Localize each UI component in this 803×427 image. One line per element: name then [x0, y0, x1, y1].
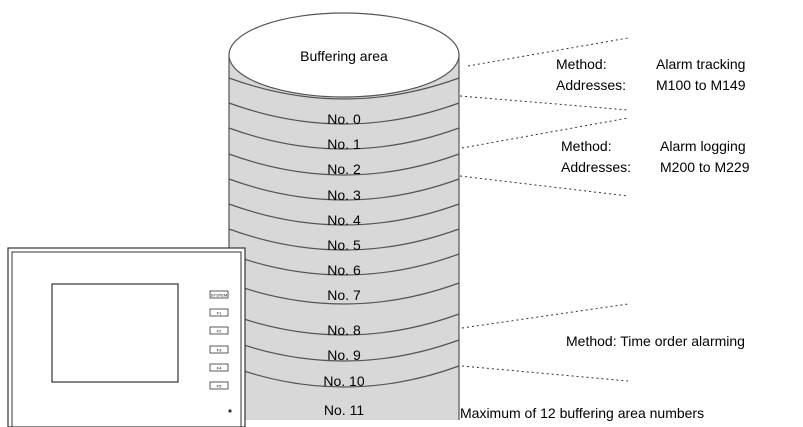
layer-labels: No. 0 No. 1 No. 2 No. 3 No. 4 No. 5 No. … [323, 111, 364, 418]
key-label: F3 [217, 348, 222, 353]
key-label: F2 [217, 329, 222, 334]
layer-arcs [228, 77, 460, 388]
key-label: F4 [217, 366, 222, 371]
layer-divider [228, 102, 460, 125]
method-value: Alarm logging [660, 138, 746, 154]
leader-line [461, 365, 629, 382]
layer-label: No. 0 [327, 111, 361, 127]
method-value: Alarm tracking [656, 56, 745, 72]
addresses-label: Addresses: [561, 159, 631, 175]
buffering-area-label: Buffering area [300, 48, 388, 64]
device-keys: SYSTEM F1 F2 F3 F4 F5 [209, 290, 229, 390]
device-inner-frame [11, 251, 242, 427]
leader-line [461, 117, 629, 149]
key-rect [209, 345, 229, 354]
layer-label: No. 2 [327, 161, 361, 177]
maximum-note: Maximum of 12 buffering area numbers [460, 405, 704, 421]
cylinder-top [228, 12, 460, 98]
key-label: SYSTEM [211, 293, 227, 298]
key-rect [209, 363, 229, 372]
layer-divider [228, 228, 460, 251]
layer-divider [228, 77, 460, 100]
key-rect [209, 381, 229, 390]
addresses-label: Addresses: [556, 77, 626, 93]
time-order-method: Method: Time order alarming [566, 333, 745, 349]
key-label: F1 [217, 311, 222, 316]
layer-divider [228, 253, 460, 276]
layer-label: No. 4 [327, 212, 361, 228]
key-f1: F1 [209, 308, 229, 317]
cylinder-body [229, 55, 459, 420]
layer-label: No. 7 [327, 287, 361, 303]
leader-line [467, 37, 629, 67]
layer-label: No. 9 [327, 347, 361, 363]
layer-divider [228, 313, 460, 336]
key-rect [209, 290, 229, 299]
key-label: F5 [217, 384, 222, 389]
layer-divider [228, 127, 460, 150]
leader-line [459, 95, 629, 111]
leader-line [461, 303, 629, 329]
key-f3: F3 [209, 345, 229, 354]
key-rect [209, 326, 229, 335]
layer-divider [228, 339, 460, 362]
leader-line [459, 175, 629, 197]
layer-label: No. 6 [327, 262, 361, 278]
layer-label: No. 8 [327, 322, 361, 338]
layer-divider [228, 178, 460, 201]
key-rect [209, 308, 229, 317]
key-system: SYSTEM [209, 290, 229, 299]
key-f5: F5 [209, 381, 229, 390]
addresses-value: M200 to M229 [660, 159, 750, 175]
device-screen [51, 283, 179, 383]
layer-divider [228, 282, 460, 305]
layer-label: No. 3 [327, 187, 361, 203]
layer-divider [228, 203, 460, 226]
key-f4: F4 [209, 363, 229, 372]
hmi-device: SYSTEM F1 F2 F3 F4 F5 [7, 247, 246, 427]
layer-divider [228, 365, 460, 388]
method-label: Method: [556, 56, 607, 72]
method-label: Method: [561, 138, 612, 154]
layer-divider [228, 153, 460, 176]
layer-label: No. 5 [327, 237, 361, 253]
layer-label: No. 11 [324, 402, 364, 418]
addresses-value: M100 to M149 [656, 77, 746, 93]
power-led-icon [228, 409, 232, 413]
layer-label: No. 1 [327, 136, 361, 152]
key-f2: F2 [209, 326, 229, 335]
layer-label: No. 10 [323, 373, 364, 389]
